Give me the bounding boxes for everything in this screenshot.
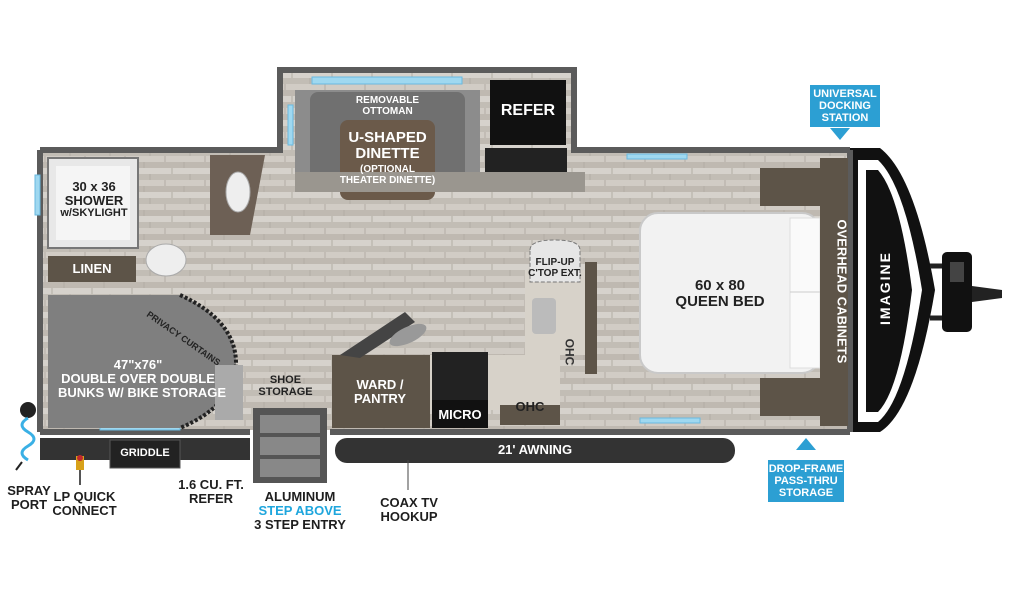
shower — [47, 157, 139, 249]
spray-port-label: SPRAY PORT — [6, 483, 52, 513]
entry-label: ALUMINUM STEP ABOVE 3 STEP ENTRY — [250, 489, 350, 533]
dropframe-line3: STORAGE — [778, 487, 834, 500]
micro-label: MICRO — [438, 407, 482, 422]
bunks — [48, 293, 243, 430]
walls — [37, 67, 853, 435]
shower-label: 30 x 36 SHOWER w/SKYLIGHT — [52, 179, 136, 220]
lp-line1: LP QUICK — [53, 489, 116, 504]
flipup-label: FLIP-UP C'TOP EXT. — [525, 257, 585, 280]
docking-line2: DOCKING — [819, 100, 871, 113]
small-refer-line2: REFER — [188, 491, 234, 507]
linen-label: LINEN — [72, 261, 112, 276]
bed-type: QUEEN BED — [675, 293, 765, 311]
dinette-option-line2: THEATER DINETTE) — [339, 174, 436, 186]
dinette-label: U-SHAPED DINETTE — [335, 129, 440, 163]
ohc-label: OHC — [515, 399, 545, 414]
ward-pantry — [332, 312, 430, 428]
brand-logo: IMAGINE — [877, 251, 893, 325]
shoe-line1: SHOE — [269, 374, 302, 386]
coax-label: COAX TV HOOKUP — [378, 495, 440, 525]
queen-bed-label: 60 x 80 QUEEN BED — [660, 277, 780, 311]
flipup-line1: FLIP-UP — [535, 257, 575, 268]
spray-line2: PORT — [10, 497, 48, 513]
entry-brand: STEP ABOVE — [258, 503, 342, 519]
dinette-option-label: (OPTIONAL THEATER DINETTE) — [335, 164, 440, 187]
coax-line2: HOOKUP — [380, 509, 438, 525]
kitchen — [430, 239, 597, 428]
dinette-line1: U-SHAPED — [348, 129, 427, 146]
small-refer-line1: 1.6 CU. FT. — [178, 477, 244, 492]
dropframe-badge-arrow — [796, 438, 816, 450]
ottoman-label: REMOVABLE OTTOMAN — [345, 95, 430, 118]
coax-line1: COAX TV — [380, 495, 438, 510]
griddle-box — [109, 439, 181, 469]
ward-line2: PANTRY — [354, 391, 406, 407]
shower-size: 30 x 36 — [72, 179, 116, 194]
shower-title: SHOWER — [64, 193, 124, 209]
bunks-size: 47"x76" — [113, 357, 163, 372]
docking-station-badge: UNIVERSAL DOCKING STATION — [810, 85, 880, 128]
front-cap — [848, 148, 935, 432]
spray-line1: SPRAY — [7, 483, 51, 498]
refer-label: REFER — [500, 102, 556, 119]
shower-skylight: w/SKYLIGHT — [60, 207, 128, 220]
awning-bar — [335, 438, 735, 463]
bed-size: 60 x 80 — [694, 277, 746, 294]
ward-line1: WARD / — [356, 377, 404, 392]
flipup-line2: C'TOP EXT. — [528, 267, 582, 279]
bunks-label: 47"x76" DOUBLE OVER DOUBLE BUNKS W/ BIKE… — [58, 357, 227, 401]
hitch — [930, 252, 1002, 332]
ottoman-line2: OTTOMAN — [362, 105, 413, 117]
docking-badge-arrow — [830, 128, 850, 140]
lp-line2: CONNECT — [52, 503, 117, 519]
dinette — [295, 90, 585, 200]
dropframe-line1: DROP-FRAME — [768, 463, 844, 475]
shoe-line2: STORAGE — [258, 385, 313, 398]
bunks-storage: BUNKS W/ BIKE STORAGE — [58, 385, 227, 401]
linen-cabinet — [48, 256, 136, 282]
griddle-label: GRIDDLE — [120, 447, 170, 459]
entry-line3: 3 STEP ENTRY — [254, 517, 346, 533]
shoe-storage-label: SHOE STORAGE — [258, 374, 313, 399]
dinette-line2: DINETTE — [355, 145, 420, 163]
awning-label: 21' AWNING — [497, 442, 573, 457]
queen-bed — [639, 158, 848, 426]
bath-vanity — [145, 155, 265, 277]
docking-line3: STATION — [821, 112, 869, 125]
ottoman-line1: REMOVABLE — [355, 95, 420, 106]
entry-line1: ALUMINUM — [264, 489, 336, 504]
ward-pantry-label: WARD / PANTRY — [335, 377, 425, 407]
dinette-option-line1: (OPTIONAL — [360, 164, 415, 175]
lp-connector-icon — [76, 455, 84, 485]
bunks-type: DOUBLE OVER DOUBLE — [61, 371, 215, 387]
spray-hose-icon — [15, 402, 36, 471]
dropframe-line2: PASS-THRU — [774, 475, 838, 488]
entry-steps — [253, 408, 327, 483]
dropframe-storage-badge: DROP-FRAME PASS-THRU STORAGE — [768, 460, 844, 503]
refrigerator — [485, 80, 567, 172]
overhead-cabinets-label: OVERHEAD CABINETS — [834, 219, 850, 364]
small-refer-label: 1.6 CU. FT. REFER — [176, 477, 246, 507]
ohc-vertical-label: OHC — [562, 338, 577, 366]
docking-line1: UNIVERSAL — [813, 88, 877, 100]
lp-connect-label: LP QUICK CONNECT — [52, 489, 117, 519]
